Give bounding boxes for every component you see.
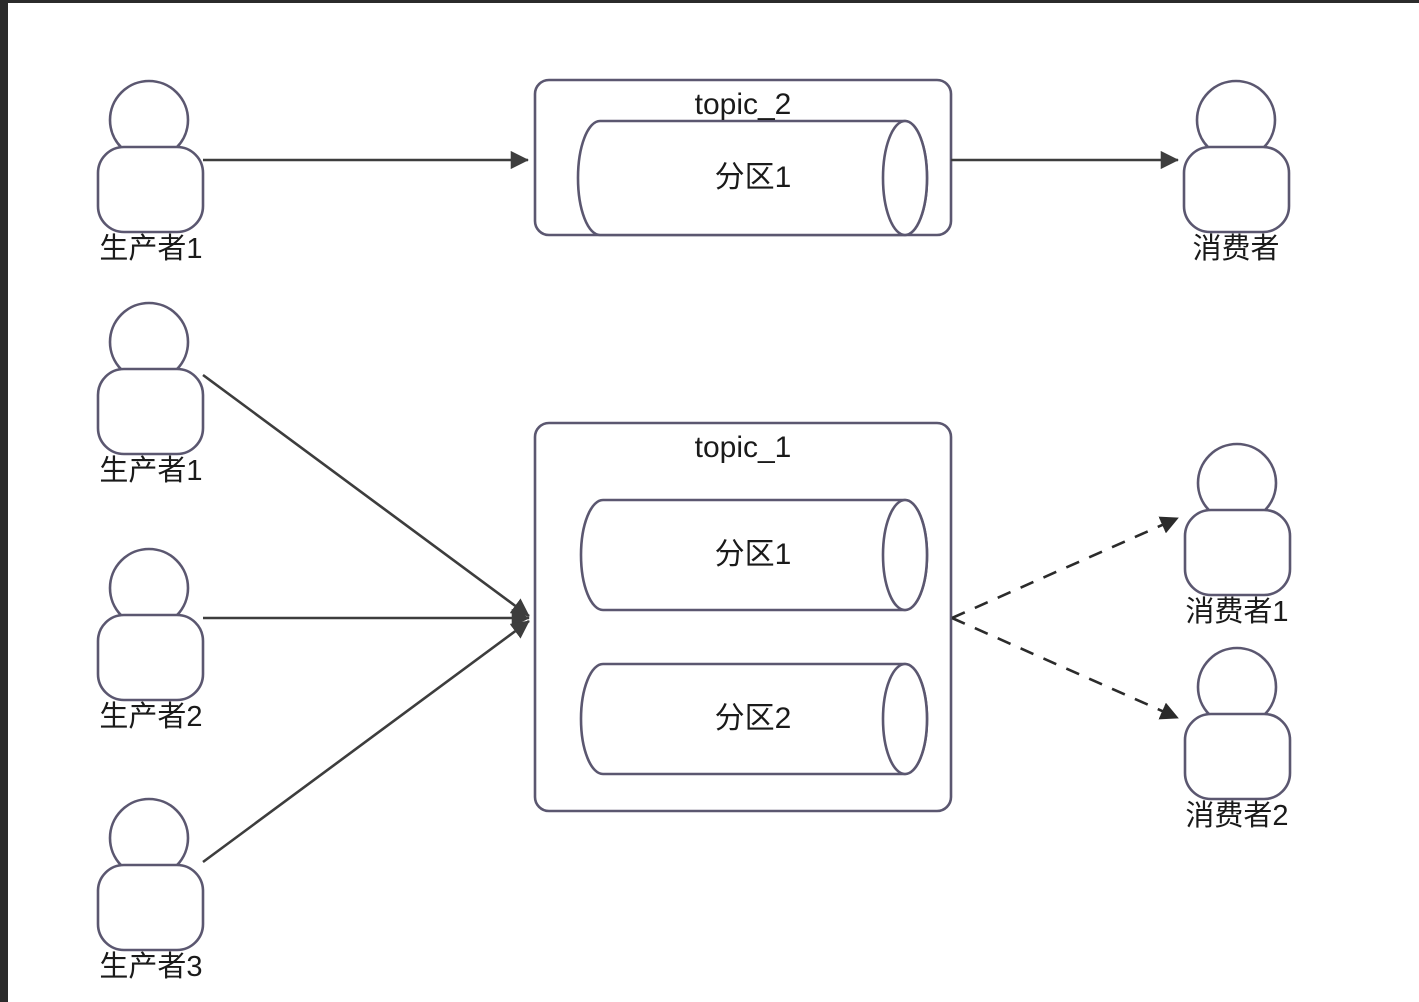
label-producer3-bottom: 生产者3 <box>99 951 203 983</box>
actor-icon-producer1-bottom <box>96 301 205 456</box>
cylinder-topic2-partition1 <box>576 119 929 237</box>
link-topic1-to-consumer2 <box>951 616 1179 720</box>
topic-title-topic2: topic_2 <box>694 88 792 121</box>
cylinder-topic1-partition1 <box>579 498 929 612</box>
actor-icon-consumer2-bottom <box>1183 646 1292 801</box>
partition-label-topic1-1: 分区1 <box>714 538 792 571</box>
label-consumer-top: 消费者 <box>1192 233 1280 265</box>
topic-title-topic1: topic_1 <box>694 431 792 464</box>
actor-icon-producer2-bottom <box>96 547 205 702</box>
cylinder-topic1-partition2 <box>579 662 929 776</box>
label-consumer1-bottom: 消费者1 <box>1185 596 1289 628</box>
canvas-left-border <box>0 0 8 1002</box>
actor-icon-producer3-bottom <box>96 797 205 952</box>
actor-icon-producer-top <box>96 79 205 234</box>
canvas-top-border <box>0 0 1419 3</box>
actor-icon-consumer1-bottom <box>1183 442 1292 597</box>
label-consumer2-bottom: 消费者2 <box>1185 800 1289 832</box>
link-producer1-to-topic1 <box>202 373 530 618</box>
partition-label-topic1-2: 分区2 <box>714 702 792 735</box>
label-producer1-bottom: 生产者1 <box>99 455 203 487</box>
link-topic1-to-consumer1 <box>951 516 1179 620</box>
label-producer-top: 生产者1 <box>99 233 203 265</box>
label-producer2-bottom: 生产者2 <box>99 701 203 733</box>
actor-icon-consumer-top <box>1182 79 1291 234</box>
partition-label-topic2-1: 分区1 <box>714 161 792 194</box>
link-producer3-to-topic1 <box>202 619 530 864</box>
